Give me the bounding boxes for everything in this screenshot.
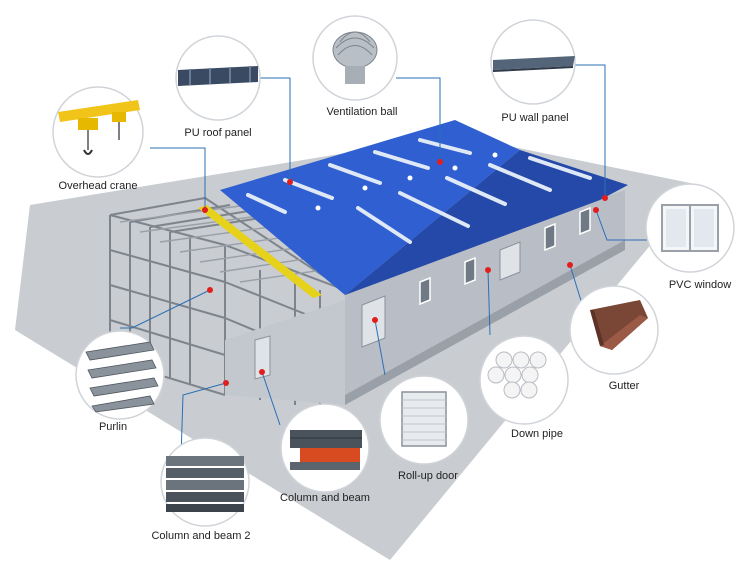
label-gutter: Gutter: [608, 380, 640, 392]
windows: [419, 206, 591, 306]
roof-left-slope: [220, 120, 520, 295]
callout-gutter: [569, 285, 659, 375]
gutter-icon: [590, 300, 648, 350]
callout-pvc-window: [645, 183, 735, 273]
label-pu-wall-panel: PU wall panel: [501, 112, 569, 124]
window-icon: [661, 204, 719, 252]
callout-purlin: [75, 330, 165, 420]
callout-pu-roof-panel: [175, 35, 261, 121]
crane-icon: [58, 100, 140, 155]
label-down-pipe: Down pipe: [511, 428, 563, 440]
beam-icon: [290, 430, 362, 470]
label-pvc-window: PVC window: [668, 279, 732, 291]
ridge-ventilators: [315, 152, 498, 211]
purlin-icon: [85, 341, 159, 413]
label-roll-up-door: Roll-up door: [398, 470, 458, 482]
callout-ventilation-ball: [312, 15, 398, 101]
roof-panel-icon: [178, 66, 258, 86]
rollup-door-icon: [401, 391, 447, 447]
callout-overhead-crane: [52, 86, 144, 178]
front-wall-lower: [345, 240, 625, 405]
wall-panel-icon: [493, 56, 575, 72]
callout-roll-up-door: [379, 375, 469, 465]
pipe-icon: [487, 351, 547, 399]
callout-column-and-beam: [280, 403, 370, 493]
label-column-and-beam-2: Column and beam 2: [151, 530, 251, 542]
label-overhead-crane: Overhead crane: [58, 180, 138, 192]
callout-column-and-beam-2: [160, 437, 250, 527]
label-ventilation-ball: Ventilation ball: [326, 106, 398, 118]
crane-beam: [198, 205, 322, 298]
ventilator-icon: [332, 31, 378, 84]
component-markers: [202, 159, 608, 386]
callout-pu-wall-panel: [490, 19, 576, 105]
beam-stack-icon: [166, 456, 244, 512]
label-column-and-beam: Column and beam: [280, 492, 370, 504]
roof-right-slope: [345, 150, 628, 295]
label-pu-roof-panel: PU roof panel: [184, 127, 252, 139]
leader-lines: [120, 64, 655, 489]
skylights: [246, 138, 592, 244]
callout-down-pipe: [479, 335, 569, 425]
label-purlin: Purlin: [98, 421, 128, 433]
